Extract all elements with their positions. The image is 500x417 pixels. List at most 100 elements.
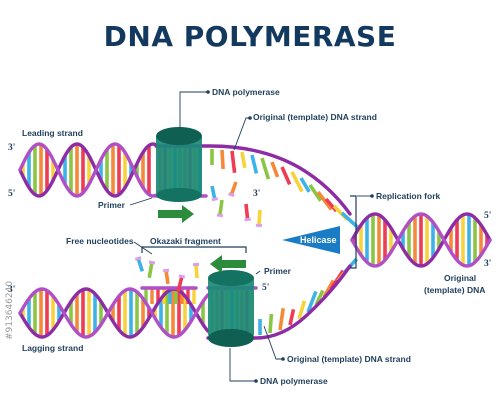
base-pair	[165, 291, 169, 335]
base-pair	[93, 293, 97, 333]
free-nucleotide	[162, 268, 170, 285]
base-pair	[123, 152, 127, 188]
base-pair	[147, 145, 151, 195]
free-nucleotide	[176, 274, 186, 292]
template-base	[220, 149, 225, 170]
base-pair	[174, 289, 178, 304]
dna-polymerase-bottom	[208, 270, 254, 347]
backbone-strand	[18, 287, 210, 339]
base-pair	[51, 296, 55, 330]
template-base	[210, 149, 214, 165]
base-pair	[135, 291, 139, 335]
base-pair	[75, 144, 79, 196]
base-pair	[431, 222, 435, 258]
base-pair	[461, 214, 465, 266]
label-dna-polymerase-bottom: DNA polymerase	[260, 376, 328, 386]
base-pair	[123, 290, 127, 336]
okazaki-bracket	[141, 246, 247, 253]
base-pair	[27, 152, 31, 188]
backbone-strand	[206, 264, 352, 340]
base-pair	[156, 289, 160, 304]
base-pair	[27, 298, 31, 328]
free-nucleotides	[134, 181, 263, 292]
base-pair	[129, 289, 133, 337]
backbone-strand	[350, 212, 492, 268]
base-pair	[401, 231, 405, 249]
base-pair	[99, 159, 103, 181]
leader-lines	[129, 91, 372, 382]
free-nucleotide	[216, 199, 224, 218]
template-base	[316, 190, 333, 211]
base-pair	[69, 147, 73, 193]
label-replication-fork: Replication fork	[376, 191, 441, 201]
template-base	[260, 157, 271, 180]
base-pair	[117, 296, 121, 330]
base-pair	[150, 289, 154, 304]
base-pair	[75, 293, 79, 333]
template-base	[280, 166, 292, 186]
template-base	[230, 150, 237, 174]
watermark-id: #913646240	[5, 281, 15, 340]
leader-dots	[206, 90, 374, 383]
base-pair	[105, 149, 109, 191]
base-pair	[45, 290, 49, 336]
base-pair	[63, 155, 67, 185]
base-pair	[135, 163, 139, 177]
template-base	[258, 319, 262, 335]
base-pair	[419, 214, 423, 266]
end-leading-top-left: 3'	[8, 143, 15, 153]
template-base	[308, 183, 323, 202]
base-pair	[455, 219, 459, 261]
base-pair	[407, 222, 411, 258]
backbone-strand	[154, 144, 352, 216]
free-nucleotide	[192, 262, 200, 279]
base-pair	[371, 214, 375, 266]
free-nucleotide	[244, 203, 251, 222]
label-leading-strand: Leading strand	[22, 128, 83, 138]
end-leading-bottom-left: 5'	[8, 189, 15, 199]
base-pair	[111, 304, 115, 322]
base-pair	[437, 231, 441, 249]
base-pair	[180, 289, 184, 304]
template-base	[322, 279, 335, 298]
arrow-right-icon	[158, 205, 194, 223]
base-pair	[45, 149, 49, 191]
template-base	[306, 290, 318, 313]
base-pair	[449, 228, 453, 252]
base-pair	[183, 296, 187, 330]
base-pair	[467, 214, 471, 266]
base-pair	[141, 298, 145, 328]
label-lagging-strand: Lagging strand	[22, 343, 83, 353]
backbone-strand	[350, 212, 492, 268]
base-pair	[81, 147, 85, 193]
dna-polymerase-top	[156, 127, 202, 202]
base-pair	[147, 307, 151, 319]
base-pair	[365, 217, 369, 263]
base-pair	[159, 298, 163, 328]
backbone-strand	[18, 142, 158, 198]
template-base	[270, 161, 280, 178]
free-nucleotide	[147, 260, 156, 279]
base-pair	[87, 155, 91, 185]
base-pair	[389, 228, 393, 252]
template-base	[288, 308, 296, 326]
arrow-left-icon	[210, 255, 246, 273]
base-pair	[51, 159, 55, 181]
template-base	[240, 151, 247, 169]
base-pair	[485, 234, 489, 246]
base-pair	[171, 289, 175, 337]
base-pair	[383, 219, 387, 261]
template-base	[290, 171, 304, 193]
template-base	[250, 154, 259, 174]
replication-fork-bracket	[350, 195, 357, 269]
free-nucleotide	[228, 181, 238, 198]
base-pair	[201, 301, 205, 325]
end-right-bottom: 3'	[484, 259, 491, 269]
helicase-enzyme: Helicase	[282, 226, 340, 254]
template-base	[314, 289, 325, 306]
base-pair	[377, 214, 381, 266]
label-free-nucleotides: Free nucleotides	[66, 236, 134, 246]
base-pair	[177, 290, 181, 336]
label-original-dna-1: Original	[444, 273, 476, 283]
